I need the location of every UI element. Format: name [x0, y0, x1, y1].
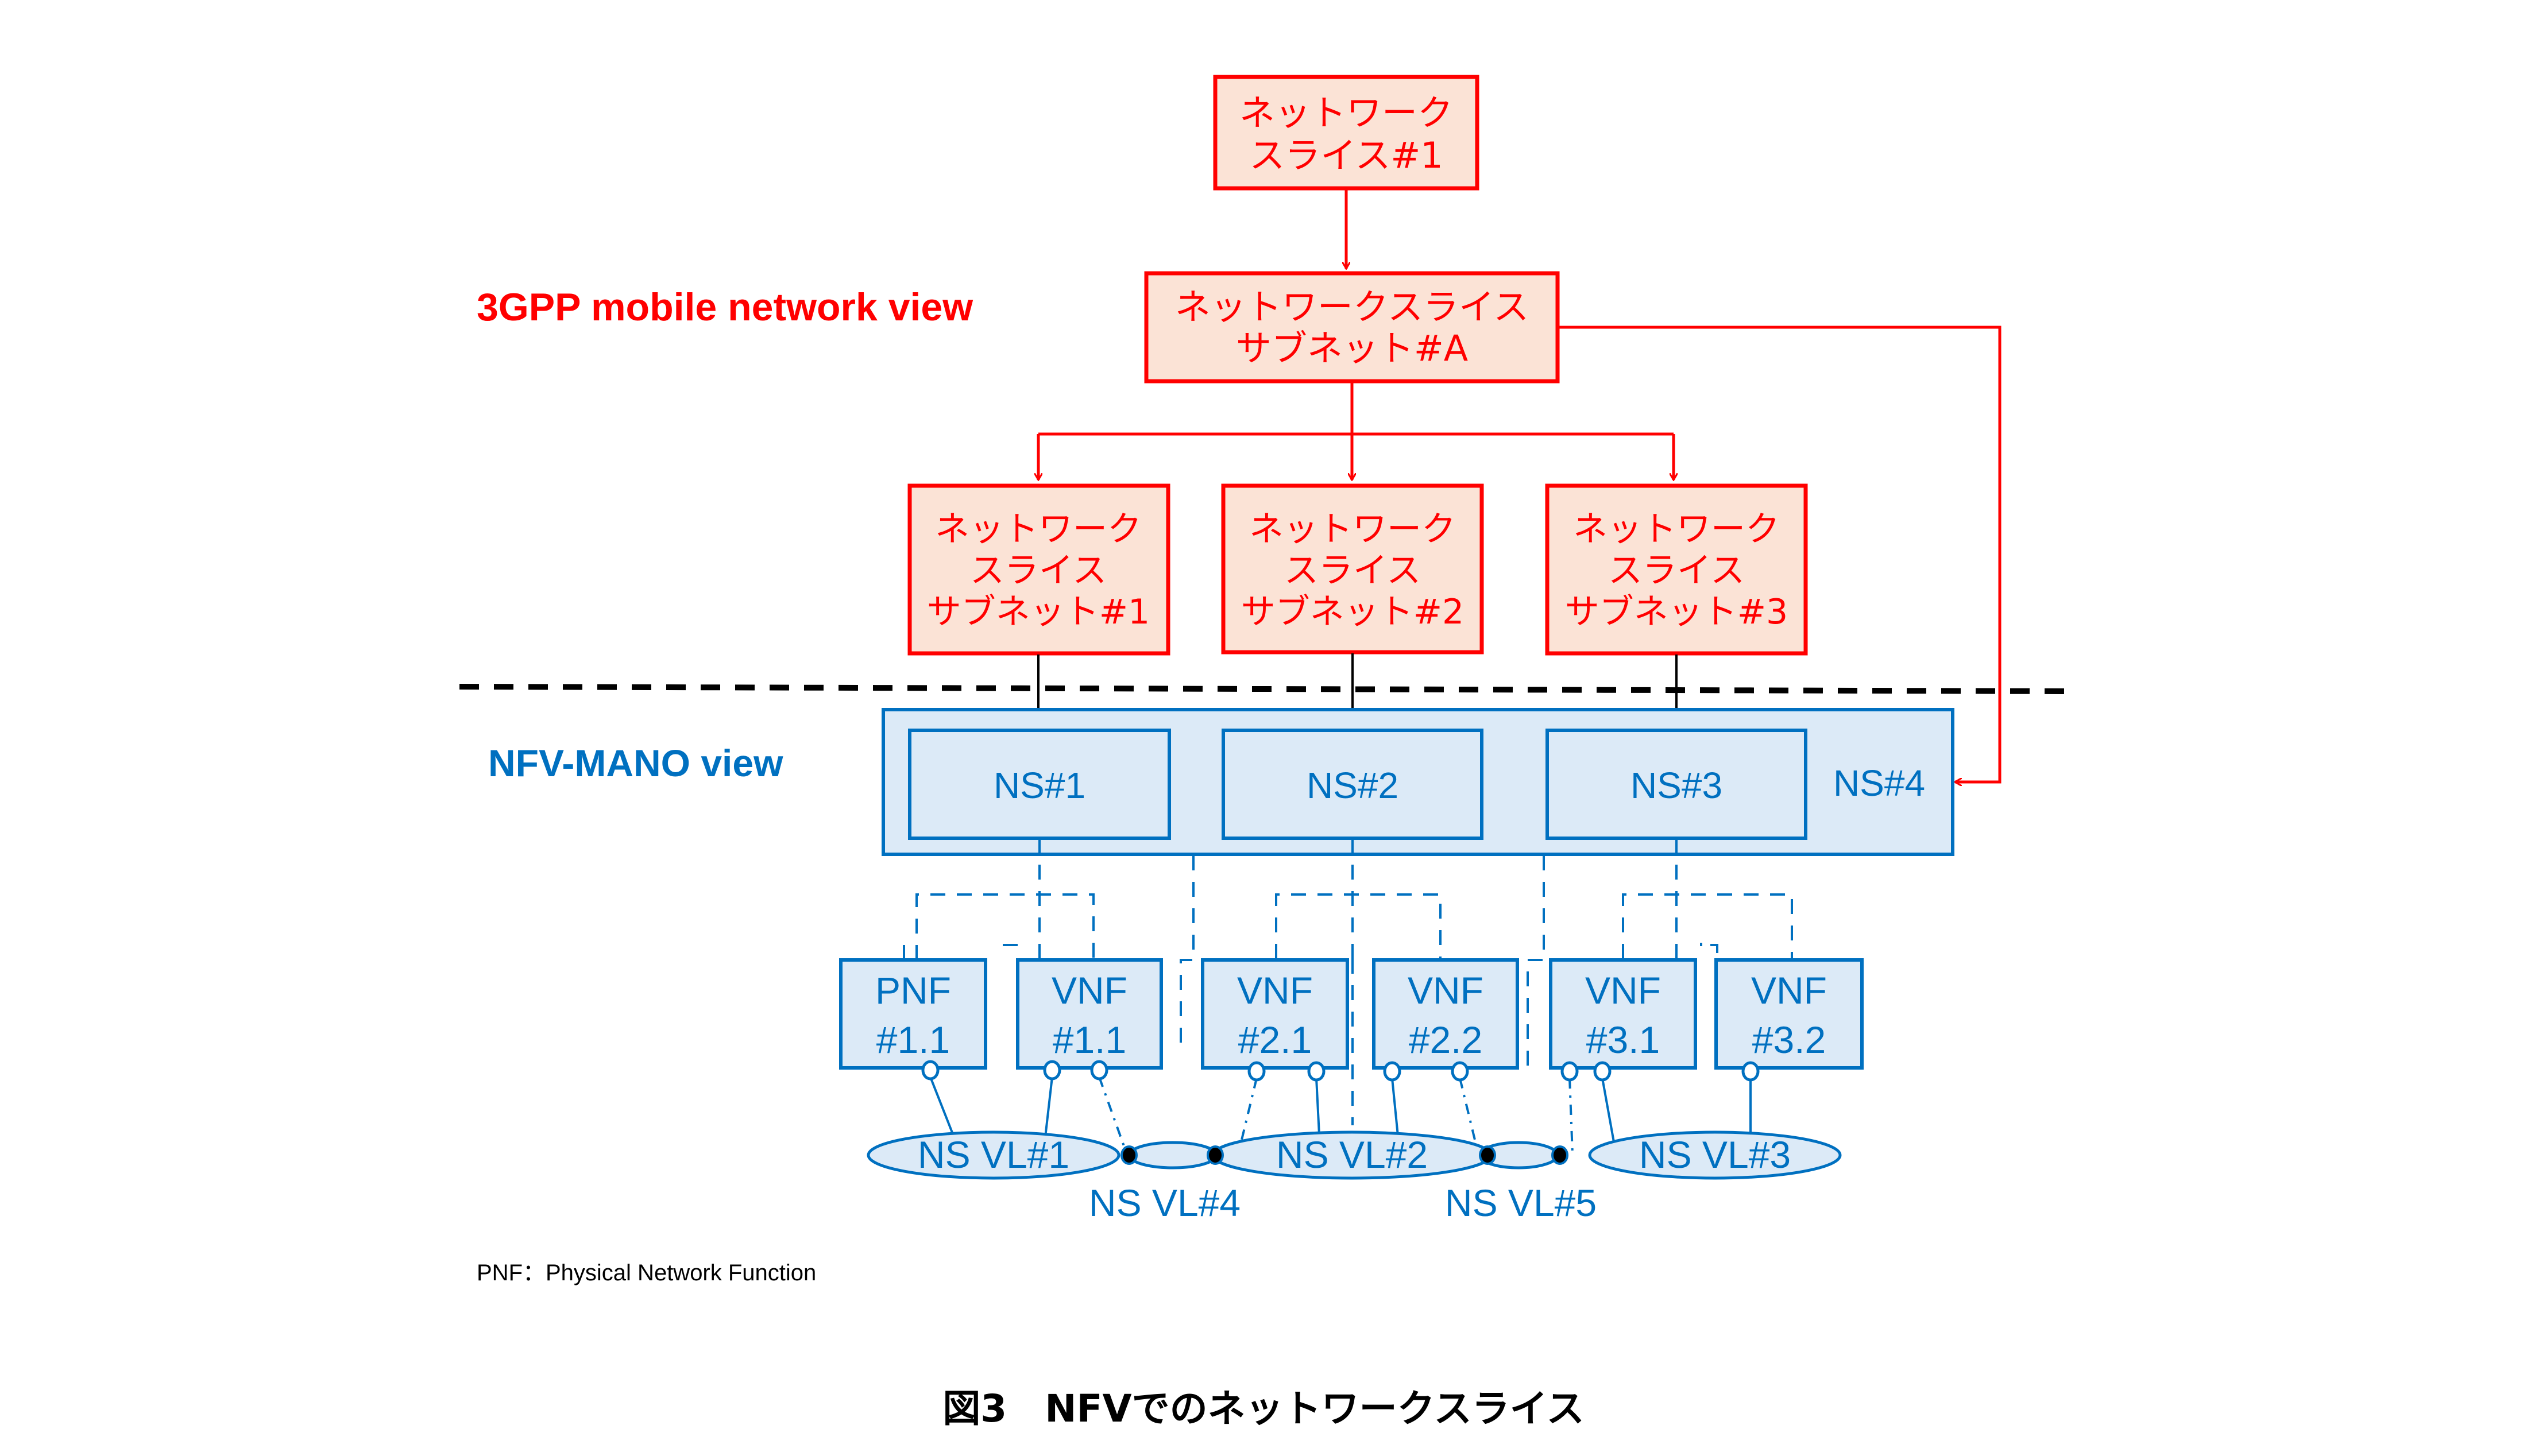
- vnf-2-1-box: VNF #2.1: [1201, 958, 1349, 1070]
- subnet-1-line-1: ネットワーク: [935, 509, 1142, 549]
- vnf-3-1-label-1: VNF: [1585, 969, 1661, 1012]
- ns-vl-3-ellipse: [1588, 1130, 1842, 1180]
- subnet-3-line-2: スライス: [1608, 551, 1745, 591]
- vnf-2-2-label-2: #2.2: [1409, 1019, 1482, 1061]
- subnet-1-line-3: サブネット#1: [927, 592, 1150, 632]
- connection-point-icon: [1560, 1061, 1579, 1082]
- ns-vl-2-label: NS VL#2: [1276, 1133, 1428, 1176]
- vnf-3-2-label-1: VNF: [1751, 969, 1827, 1012]
- subnet-2-line-1: ネットワーク: [1249, 509, 1456, 549]
- vnf-1-1-box: VNF #1.1: [1016, 958, 1163, 1070]
- vnf-1-1-label-1: VNF: [1052, 969, 1127, 1012]
- mobile-view-label: 3GPP mobile network view: [477, 285, 973, 329]
- subnet-a-line-1: ネットワークスライス: [1175, 286, 1529, 328]
- pnf-1-1-box: PNF #1.1: [839, 958, 987, 1070]
- pnf-1-1-label-2: #1.1: [876, 1019, 950, 1061]
- connection-point-icon: [1741, 1061, 1760, 1082]
- vnf-3-1-box: VNF #3.1: [1549, 958, 1697, 1070]
- connection-point-icon: [1383, 1061, 1401, 1082]
- ns-vl-5-label: NS VL#5: [1445, 1182, 1597, 1224]
- connection-point-icon: [1593, 1061, 1612, 1082]
- mano-view-label: NFV-MANO view: [488, 742, 783, 784]
- ns2-box: NS#2: [1222, 729, 1483, 840]
- function-rect: [1201, 958, 1349, 1070]
- ns-vl-4-label: NS VL#4: [1089, 1182, 1241, 1224]
- subnet-box-2: ネットワーク スライス サブネット#2: [1221, 483, 1484, 655]
- subnet-2-line-2: スライス: [1284, 551, 1421, 591]
- connection-point-icon: [921, 1060, 940, 1081]
- connection-point-icon: [1307, 1061, 1326, 1082]
- connection-point-icon: [1090, 1060, 1108, 1081]
- subnet-3-line-1: ネットワーク: [1573, 509, 1780, 549]
- subnet-1-line-2: スライス: [970, 551, 1107, 591]
- ns3-label: NS#3: [1630, 765, 1722, 806]
- arrow-subnet-a-to-ns4: [1559, 326, 2001, 782]
- network-slice-line-2: スライス#1: [1249, 134, 1443, 176]
- vnf-3-2-label-2: #3.2: [1752, 1019, 1826, 1061]
- ns1-label: NS#1: [994, 765, 1085, 806]
- subnet-box-1: ネットワーク スライス サブネット#1: [907, 483, 1170, 656]
- function-rect: [1016, 958, 1163, 1070]
- port-link: [1098, 1076, 1128, 1155]
- function-rect: [1714, 958, 1864, 1070]
- vnf-2-2-box: VNF #2.2: [1372, 958, 1519, 1070]
- sap-connection-point: [1551, 1145, 1568, 1165]
- connection-point-icon: [1451, 1061, 1469, 1082]
- sap-connection-point: [1479, 1145, 1496, 1165]
- vnf-2-1-label-2: #2.1: [1238, 1019, 1312, 1061]
- ns-vl-1-label: NS VL#1: [918, 1133, 1069, 1176]
- function-boxes: PNF #1.1 VNF #1.1 VNF #2.1 VNF #2.2 VNF #3.1 VNF #3…: [839, 958, 1864, 1070]
- subnet-box-3: ネットワーク スライス サブネット#3: [1545, 483, 1808, 656]
- subnet-a-box: ネットワークスライス サブネット#A: [1144, 271, 1560, 384]
- port-link: [1568, 1078, 1574, 1155]
- subnet-3-line-3: サブネット#3: [1565, 592, 1788, 632]
- function-rect: [1372, 958, 1519, 1070]
- port-link: [1601, 1078, 1616, 1149]
- sap-connection-point: [1207, 1145, 1224, 1165]
- ns-vl-bridge-4: [1127, 1141, 1218, 1170]
- vnf-2-2-label-1: VNF: [1408, 969, 1483, 1012]
- ns1-box: NS#1: [908, 729, 1171, 840]
- ns-vl-3-label: NS VL#3: [1639, 1133, 1791, 1176]
- vnf-2-1-label-1: VNF: [1237, 969, 1313, 1012]
- subnet-a-branches: [1038, 382, 1674, 480]
- pnf-1-1-label-1: PNF: [875, 969, 951, 1012]
- vnf-3-1-label-2: #3.1: [1586, 1019, 1660, 1061]
- function-rect: [1549, 958, 1697, 1070]
- figure-caption: 図3 NFVでのネットワークスライス: [942, 1387, 1584, 1431]
- vnf-1-1-label-2: #1.1: [1053, 1019, 1126, 1061]
- ns4-label: NS#4: [1833, 762, 1925, 804]
- vnf-3-2-box: VNF #3.2: [1714, 958, 1864, 1070]
- ns3-box: NS#3: [1545, 729, 1807, 840]
- virtual-links: NS VL#1 NS VL#2 NS VL#3 NS VL#4 NS VL#5: [867, 1060, 1842, 1224]
- ns-vl-1-ellipse: [867, 1130, 1120, 1180]
- sap-connection-point: [1120, 1145, 1138, 1165]
- connection-point-icon: [1247, 1061, 1266, 1082]
- subnet-2-line-3: サブネット#2: [1241, 592, 1464, 632]
- view-separator: [459, 684, 2068, 694]
- subnet-a-line-2: サブネット#A: [1236, 327, 1468, 369]
- footnote: PNF：Physical Network Function: [477, 1260, 816, 1285]
- connection-point-icon: [1043, 1060, 1061, 1081]
- network-slice-box: ネットワーク スライス#1: [1213, 75, 1479, 191]
- function-rect: [839, 958, 987, 1070]
- ns2-label: NS#2: [1307, 765, 1398, 806]
- network-slice-line-1: ネットワーク: [1239, 92, 1453, 134]
